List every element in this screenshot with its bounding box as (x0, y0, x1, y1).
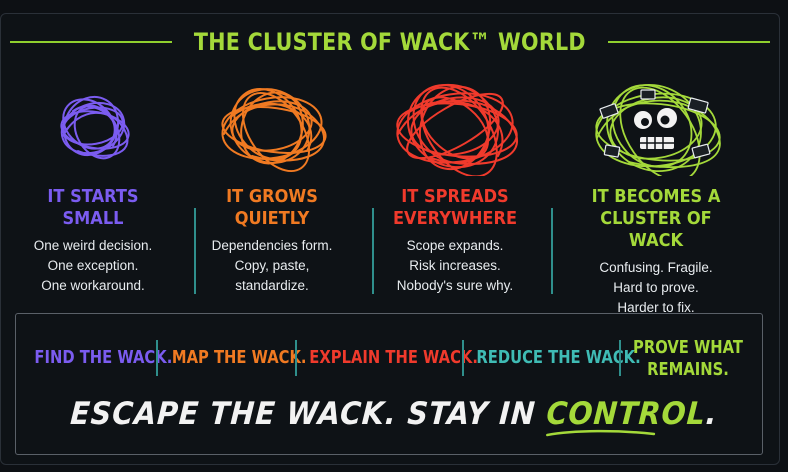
step-explain: EXPLAIN THE WACK. (309, 347, 478, 368)
stage-grows-quietly: IT GROWS QUIETLY Dependencies form. Copy… (183, 76, 361, 302)
page-title: THE CLUSTER OF WACK™ WORLD (194, 28, 586, 56)
stage-heading: IT SPREADS EVERYWHERE (392, 186, 518, 229)
title-rule-left (10, 41, 173, 43)
step-reduce: REDUCE THE WACK. (476, 347, 641, 368)
step-divider (156, 340, 158, 376)
step-prove: PROVE WHAT REMAINS. (633, 337, 743, 380)
step-divider (295, 340, 297, 376)
stage-divider (551, 208, 553, 294)
stage-description: Dependencies form. Copy, paste, standard… (211, 238, 333, 293)
step-divider (462, 340, 464, 376)
stage-spreads-everywhere: IT SPREADS EVERYWHERE Scope expands. Ris… (366, 76, 544, 302)
action-steps-panel (15, 313, 763, 455)
highlight-underline (545, 429, 655, 437)
stage-description: Scope expands. Risk increases. Nobody's … (396, 238, 514, 293)
step-divider (619, 340, 621, 376)
tagline-highlight: CONTROL (545, 396, 707, 437)
growing-tangle-icon (221, 88, 327, 173)
small-tangle-icon (60, 95, 130, 160)
title-row: THE CLUSTER OF WACK™ WORLD (10, 24, 771, 60)
stage-divider (194, 208, 196, 294)
spreading-tangle-icon (396, 83, 519, 176)
stage-divider (372, 208, 374, 294)
stage-heading: IT BECOMES A CLUSTER OF WACK (591, 186, 721, 251)
wack-monster-icon (595, 83, 721, 176)
stage-heading: IT GROWS QUIETLY (226, 186, 318, 229)
stage-starts-small: IT STARTS SMALL One weird decision. One … (4, 76, 182, 302)
step-find: FIND THE WACK. (34, 347, 173, 368)
stage-description: One weird decision. One exception. One w… (33, 238, 153, 293)
tagline: ESCAPE THE WACK. STAY IN CONTROL. (30, 396, 757, 437)
stage-description: Confusing. Fragile. Hard to prove. Harde… (599, 260, 713, 315)
stage-heading: IT STARTS SMALL (47, 186, 139, 229)
title-rule-right (607, 41, 771, 43)
stage-cluster-of-wack: IT BECOMES A CLUSTER OF WACK Confusing. … (567, 76, 745, 315)
step-map: MAP THE WACK. (171, 347, 307, 368)
